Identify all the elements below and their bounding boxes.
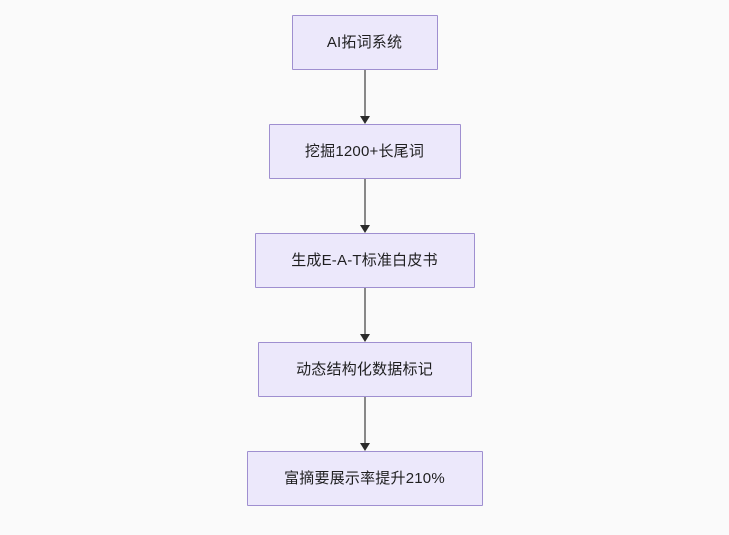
flowchart-edge-n2-n3 (359, 179, 371, 233)
flowchart-node-label: 富摘要展示率提升210% (284, 470, 445, 487)
flowchart-node-label: 生成E-A-T标准白皮书 (291, 252, 438, 269)
arrow-down-icon (359, 116, 370, 124)
flowchart-node-n4[interactable]: 动态结构化数据标记 (257, 342, 472, 397)
arrow-down-icon (359, 443, 370, 451)
edge-line (363, 70, 366, 118)
arrow-down-icon (359, 334, 370, 342)
flowchart-node-label: 动态结构化数据标记 (296, 361, 433, 378)
edge-line (363, 397, 366, 445)
flowchart-node-label: 挖掘1200+长尾词 (304, 143, 425, 160)
flowchart-node-n1[interactable]: AI拓词系统 (291, 15, 438, 70)
flowchart-node-n5[interactable]: 富摘要展示率提升210% (246, 451, 483, 506)
edge-line (363, 288, 366, 336)
flowchart-edge-n3-n4 (359, 288, 371, 342)
flowchart-edge-n4-n5 (359, 397, 371, 451)
flowchart-node-n2[interactable]: 挖掘1200+长尾词 (268, 124, 461, 179)
flowchart-node-label: AI拓词系统 (326, 34, 403, 51)
flowchart-node-n3[interactable]: 生成E-A-T标准白皮书 (254, 233, 475, 288)
flowchart-edge-n1-n2 (359, 70, 371, 124)
arrow-down-icon (359, 225, 370, 233)
edge-line (363, 179, 366, 227)
